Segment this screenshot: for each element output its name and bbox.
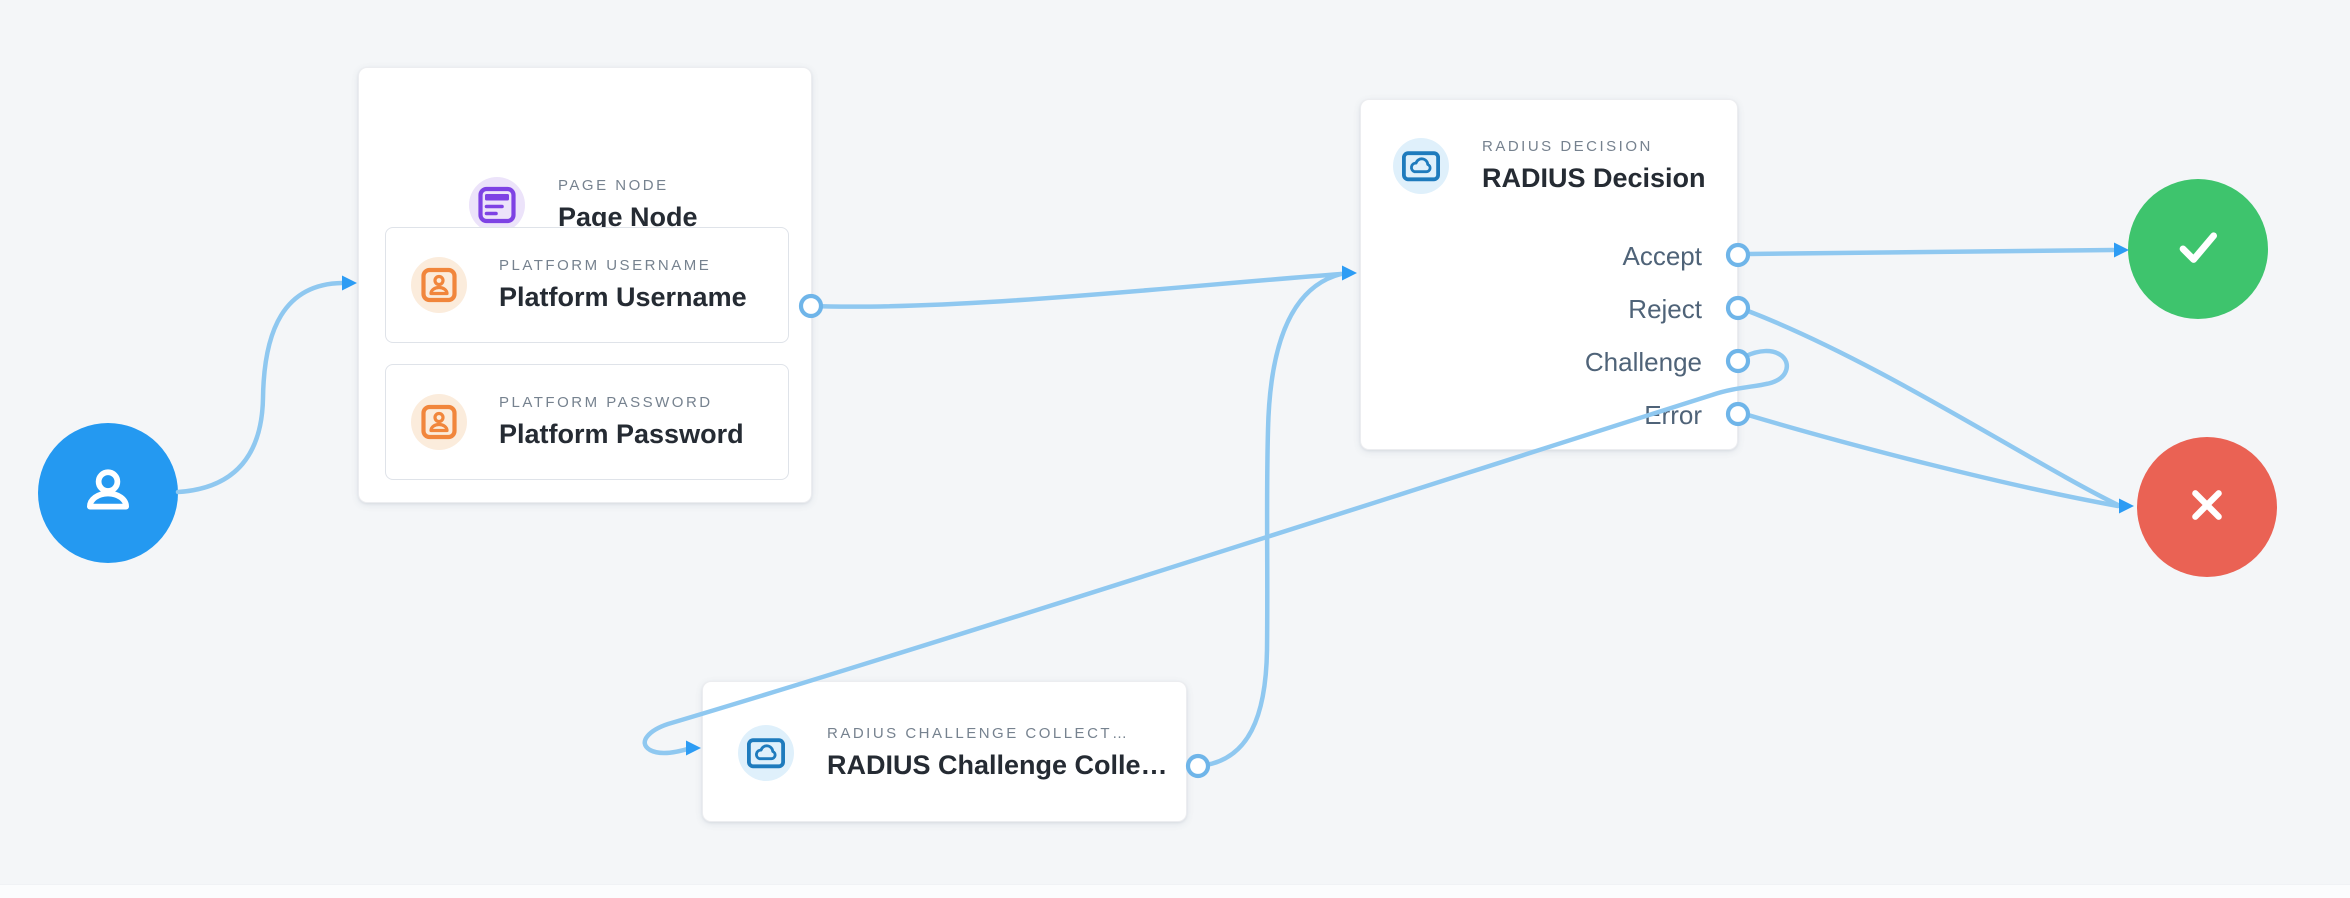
output-row-reject[interactable]: Reject <box>1628 294 1702 324</box>
arrowhead-into-challengecollect <box>686 740 701 756</box>
cloud-connector-icon <box>738 725 794 781</box>
arrowhead-into-failure <box>2119 498 2134 514</box>
edge-challengecollect-to-decision[interactable] <box>1195 271 1344 769</box>
arrowhead-into-pagenode <box>342 275 357 291</box>
output-row-accept[interactable]: Accept <box>1622 241 1703 271</box>
edge-start-to-pagenode[interactable] <box>175 280 345 495</box>
page-node-icon <box>469 177 525 233</box>
radius-decision-type-label: RADIUS DECISION <box>1482 138 1653 155</box>
field-username-title: Platform Username <box>499 282 747 312</box>
horizontal-scrollbar-track[interactable] <box>0 884 2350 898</box>
output-row-challenge[interactable]: Challenge <box>1584 347 1702 377</box>
contact-card-icon <box>411 257 467 313</box>
output-row-error[interactable]: Error <box>1644 400 1702 430</box>
radius-challenge-title: RADIUS Challenge Colle… <box>827 750 1168 780</box>
edge-error-to-failure[interactable] <box>1745 412 2121 509</box>
radius-decision-card[interactable]: RADIUS DECISION RADIUS Decision Accept R… <box>1360 99 1738 450</box>
edge-username-to-decision[interactable] <box>808 271 1344 309</box>
edge-accept-to-success[interactable] <box>1745 247 2116 257</box>
arrowhead-into-success <box>2114 242 2129 258</box>
start-user-node[interactable] <box>38 423 178 563</box>
radius-decision-title: RADIUS Decision <box>1482 163 1706 193</box>
radius-challenge-type-label: RADIUS CHALLENGE COLLECT… <box>827 725 1130 742</box>
field-platform-password[interactable]: PLATFORM PASSWORD Platform Password <box>385 364 789 480</box>
success-node[interactable] <box>2128 179 2268 319</box>
check-icon <box>2168 217 2228 282</box>
field-username-label: PLATFORM USERNAME <box>499 257 712 274</box>
contact-card-icon <box>411 394 467 450</box>
arrowhead-into-decision <box>1342 265 1357 281</box>
field-platform-username[interactable]: PLATFORM USERNAME Platform Username <box>385 227 789 343</box>
page-node-type-label: PAGE NODE <box>558 177 669 194</box>
user-icon <box>78 461 138 526</box>
page-node-card[interactable]: PAGE NODE Page Node PLATFORM USERNAME Pl… <box>358 67 812 503</box>
failure-node[interactable] <box>2137 437 2277 577</box>
field-password-title: Platform Password <box>499 419 744 449</box>
radius-challenge-collect-card[interactable]: RADIUS CHALLENGE COLLECT… RADIUS Challen… <box>702 681 1187 822</box>
port-challengecollect-out[interactable] <box>1185 753 1211 779</box>
cloud-connector-icon <box>1393 138 1449 194</box>
edge-reject-to-failure[interactable] <box>1745 308 2121 508</box>
x-icon <box>2179 477 2235 538</box>
field-password-label: PLATFORM PASSWORD <box>499 394 713 411</box>
